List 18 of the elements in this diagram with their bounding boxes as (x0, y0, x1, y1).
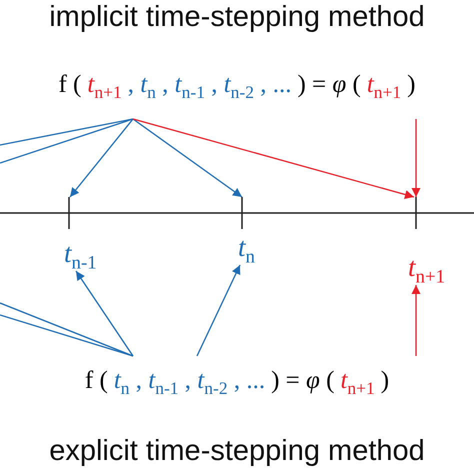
arrow (411, 285, 421, 356)
arrow (132, 118, 414, 199)
time-step-label: t$_{n+1}$ (404, 197, 468, 285)
arrow (132, 118, 242, 198)
line (0, 118, 134, 146)
line (0, 314, 134, 357)
time-step-label: t$_{n}$ (234, 197, 278, 265)
time-step-label: t$_{n-1}$ (60, 197, 116, 271)
arrow (75, 270, 134, 356)
arrow (70, 118, 134, 198)
arrow (196, 264, 241, 356)
method-caption: explicit time-stepping method (48, 436, 426, 468)
method-caption: implicit time-stepping method (48, 2, 426, 34)
equation: f ( t$_{n+1}$ , t$_{n}$ , t$_{n-1}$ , t$_{n-2}$ , ... ) = φ ( t$_{n+1}$ ) (4, 50, 470, 119)
arrow (411, 119, 421, 197)
equation: f ( t$_{n}$ , t$_{n-1}$ , t$_{n-2}$ , ... ) = φ ( t$_{n+1}$ ) (4, 356, 470, 406)
line (0, 302, 134, 357)
line (0, 118, 134, 164)
